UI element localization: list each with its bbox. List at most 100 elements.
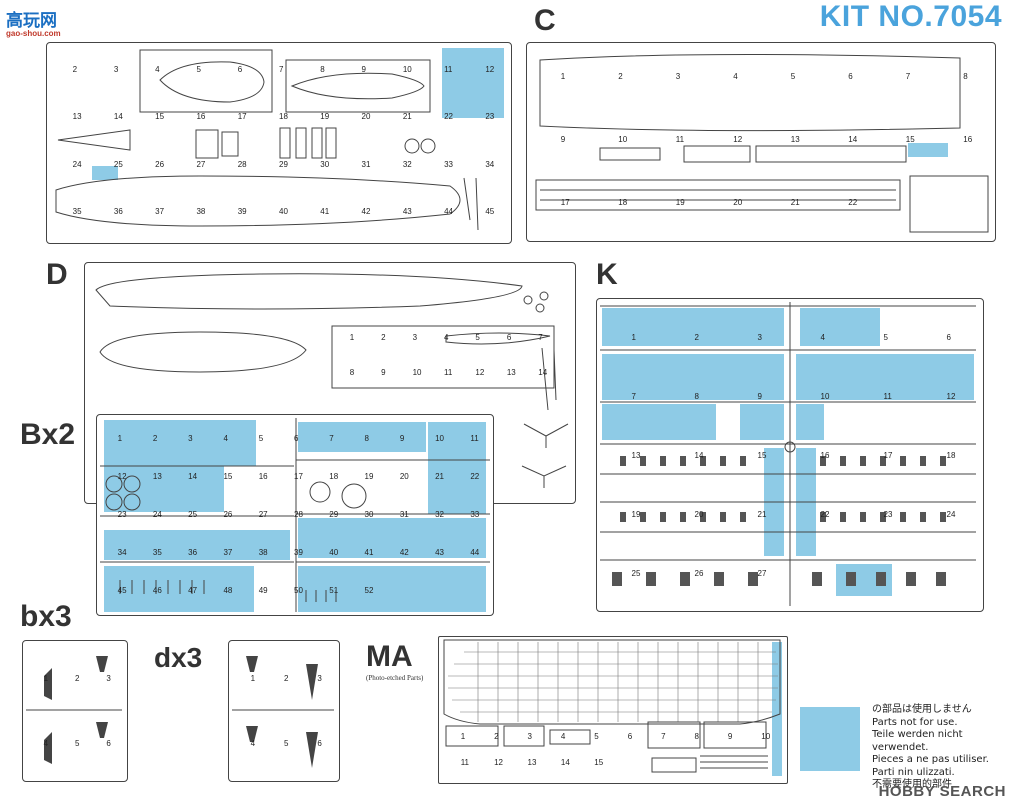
part-number-b: 1 bbox=[117, 434, 123, 443]
part-number-b: 40 bbox=[329, 548, 339, 557]
unused-region bbox=[298, 566, 486, 612]
part-number-k: 11 bbox=[883, 391, 892, 401]
legend-line: Parts not for use. bbox=[872, 716, 958, 728]
part-number-first: 5 bbox=[196, 64, 201, 74]
part-number-b: 22 bbox=[470, 472, 480, 481]
unused-region bbox=[908, 143, 948, 157]
part-number-b: 4 bbox=[223, 434, 228, 443]
part-number-first: 25 bbox=[113, 159, 123, 169]
part-number-first: 33 bbox=[444, 159, 453, 169]
part-number-b: 5 bbox=[258, 434, 264, 443]
part-number-b: 31 bbox=[399, 510, 409, 519]
sprue-label-d-small: dx3 bbox=[154, 642, 203, 673]
part-number-first: 17 bbox=[237, 112, 247, 122]
legend-line: Parti nin ulizzati. bbox=[872, 766, 955, 778]
part-number-b: 8 bbox=[364, 434, 369, 443]
part-number-k: 17 bbox=[883, 451, 893, 460]
part-number-b: 39 bbox=[294, 548, 303, 557]
part-number-first: 28 bbox=[237, 159, 247, 169]
part-number-c: 14 bbox=[848, 135, 858, 144]
part-number-k: 15 bbox=[757, 451, 767, 460]
part-number-first: 31 bbox=[361, 159, 371, 169]
part-number-b: 42 bbox=[399, 548, 409, 557]
part-number-b: 50 bbox=[294, 586, 303, 595]
sprue-label-b: Bx2 bbox=[20, 418, 76, 451]
part-number-first: 35 bbox=[72, 207, 82, 217]
part-number-b: 45 bbox=[117, 586, 127, 595]
sprue-frame-b-small bbox=[22, 640, 128, 782]
part-number-first: 14 bbox=[113, 112, 123, 122]
part-number-k: 10 bbox=[820, 391, 830, 401]
part-number-b: 6 bbox=[294, 434, 299, 443]
part-number-c: 15 bbox=[905, 135, 915, 144]
part-number-c: 7 bbox=[905, 72, 911, 82]
part-number-d: 2 bbox=[284, 673, 289, 683]
part-number-b: 35 bbox=[152, 548, 162, 557]
part-number-d: 7 bbox=[538, 332, 543, 342]
watermark-text: HOBBY SEARCH bbox=[878, 783, 1006, 800]
unused-region bbox=[602, 404, 716, 440]
part-number-k: 1 bbox=[631, 332, 636, 342]
part-number-b: 3 bbox=[106, 673, 111, 683]
part-number-b: 41 bbox=[364, 548, 374, 557]
logo-url: gao-shou.com bbox=[6, 29, 61, 38]
part-number-b: 17 bbox=[294, 472, 303, 481]
part-number-first: 30 bbox=[320, 159, 330, 169]
part-number-c: 12 bbox=[733, 135, 743, 144]
part-number-d: 1 bbox=[349, 332, 355, 342]
part-number-b: 27 bbox=[258, 510, 268, 519]
part-number-b: 2 bbox=[152, 434, 158, 443]
part-number-first: 36 bbox=[113, 207, 123, 217]
part-number-b: 38 bbox=[258, 548, 268, 557]
part-number-k: 20 bbox=[694, 510, 704, 520]
part-number-c: 13 bbox=[790, 135, 800, 144]
site-logo[interactable]: 高玩网 gao-shou.com bbox=[6, 6, 70, 38]
part-number-b: 46 bbox=[152, 586, 162, 595]
part-number-k: 7 bbox=[631, 391, 636, 401]
unused-region bbox=[740, 404, 784, 440]
part-number-b: 33 bbox=[470, 510, 480, 519]
part-number-b: 23 bbox=[117, 510, 127, 519]
part-number-ma: 10 bbox=[761, 732, 771, 741]
sprue-label-ma: MA bbox=[366, 640, 413, 673]
part-number-c: 1 bbox=[560, 72, 566, 82]
part-number-k: 22 bbox=[820, 510, 830, 520]
sprue-frame-c bbox=[526, 42, 996, 242]
unused-region bbox=[796, 404, 824, 440]
part-number-b: 43 bbox=[435, 548, 444, 557]
part-number-c: 22 bbox=[848, 197, 858, 207]
part-number-c: 10 bbox=[618, 135, 628, 144]
part-number-d: 13 bbox=[506, 367, 516, 377]
unused-region bbox=[104, 566, 254, 612]
part-number-b: 52 bbox=[364, 586, 374, 595]
part-number-ma: 3 bbox=[527, 732, 532, 741]
part-number-first: 43 bbox=[402, 207, 412, 217]
part-number-k: 5 bbox=[883, 332, 888, 342]
part-number-ma: 13 bbox=[527, 758, 537, 767]
part-number-d: 14 bbox=[538, 367, 548, 377]
part-number-d: 5 bbox=[475, 332, 480, 342]
part-number-k: 13 bbox=[631, 451, 641, 460]
part-number-d: 1 bbox=[250, 673, 256, 683]
unused-region bbox=[92, 166, 118, 180]
part-number-d: 8 bbox=[349, 367, 355, 377]
legend-swatch bbox=[800, 707, 860, 771]
part-number-first: 20 bbox=[361, 112, 371, 122]
part-number-b: 19 bbox=[364, 472, 374, 481]
part-number-b: 48 bbox=[223, 586, 233, 595]
part-number-first: 23 bbox=[485, 112, 495, 122]
part-number-c: 8 bbox=[963, 72, 968, 82]
legend-line: の部品は使用しません bbox=[872, 704, 972, 715]
part-number-first: 39 bbox=[237, 207, 247, 217]
part-number-b: 11 bbox=[470, 434, 479, 443]
sprue-label-c: C bbox=[534, 4, 556, 37]
part-number-first: 26 bbox=[155, 159, 165, 169]
part-number-first: 27 bbox=[196, 159, 206, 169]
part-number-b: 15 bbox=[223, 472, 233, 481]
kit-number-title: KIT NO.7054 bbox=[819, 0, 1002, 33]
part-number-b: 5 bbox=[75, 738, 80, 748]
part-number-b: 30 bbox=[364, 510, 374, 519]
part-number-b: 47 bbox=[188, 586, 198, 595]
part-number-d: 3 bbox=[412, 332, 418, 342]
unused-region bbox=[602, 308, 784, 346]
